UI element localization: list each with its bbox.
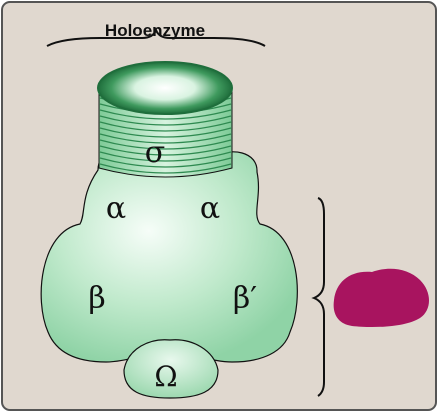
omega-label: Ω (154, 360, 177, 393)
beta-prime-label: β′ (233, 281, 257, 316)
sigma-label: σ (145, 135, 165, 170)
omega-subunit (123, 339, 219, 399)
sigma-coil-ring (99, 109, 232, 120)
sigma-coil-ring (99, 121, 232, 132)
alpha-left-label: α (106, 191, 126, 226)
core-brace (311, 197, 325, 397)
sigma-coil-ring (99, 139, 232, 150)
magenta-subunit-blob (333, 268, 429, 328)
title-brace (46, 27, 266, 47)
beta-label: β (88, 281, 105, 316)
holoenzyme-title: Holoenzyme (105, 21, 205, 40)
sigma-coil-ring (99, 115, 232, 126)
sigma-coil-ring (99, 127, 232, 138)
alpha-right-label: α (200, 191, 220, 226)
sigma-coil-ring (99, 151, 232, 162)
sigma-subunit (97, 61, 233, 178)
sigma-coil-ring (99, 133, 232, 144)
sigma-coil-ring (99, 157, 232, 168)
sigma-top-opening (97, 61, 233, 115)
sigma-coil-ring (99, 163, 232, 174)
sigma-coil-ring (99, 145, 232, 156)
